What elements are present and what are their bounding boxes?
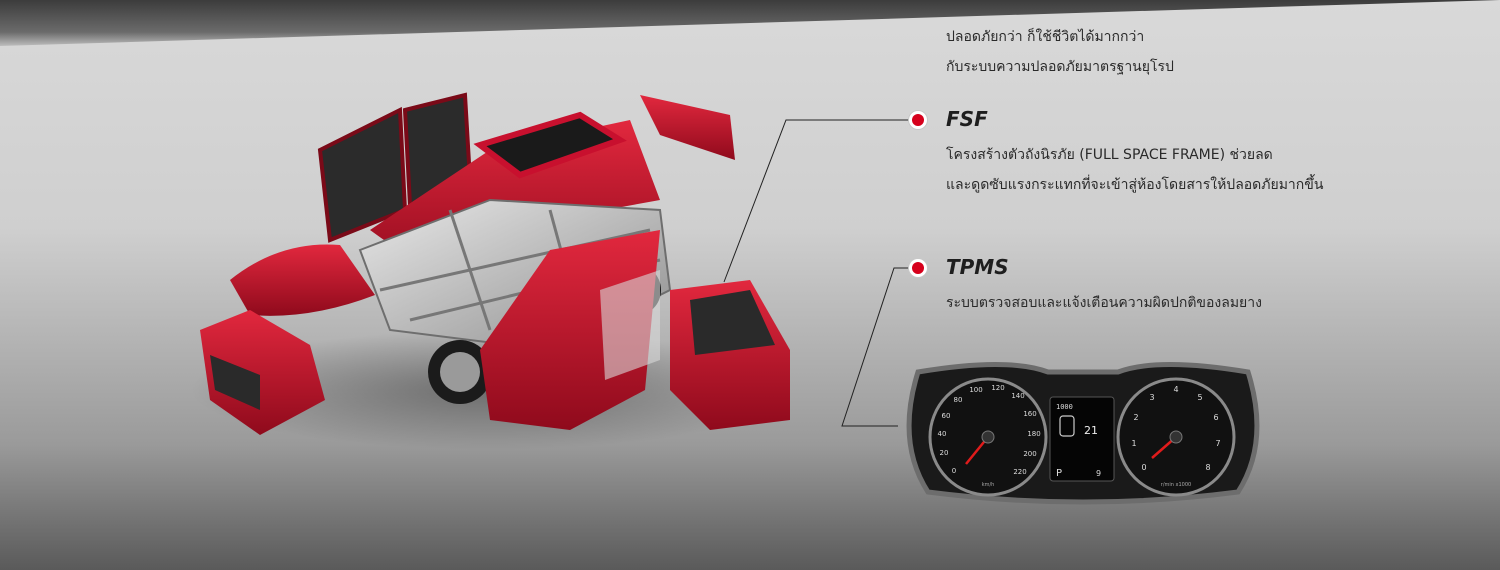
fsf-desc-line-1: โครงสร้างตัวถังนิรภัย (FULL SPACE FRAME)… bbox=[946, 147, 1273, 163]
svg-text:6: 6 bbox=[1213, 413, 1218, 422]
instrument-cluster-tpms: 0 20 40 60 80 100 120 140 160 180 200 22… bbox=[906, 362, 1260, 505]
svg-text:0: 0 bbox=[1141, 463, 1146, 472]
svg-text:60: 60 bbox=[942, 412, 951, 420]
svg-text:160: 160 bbox=[1023, 410, 1036, 418]
svg-text:8: 8 bbox=[1205, 463, 1210, 472]
svg-text:5: 5 bbox=[1197, 393, 1202, 402]
fsf-title: FSF bbox=[946, 107, 988, 131]
speedometer-ticks: 0 20 40 60 80 100 120 140 160 180 200 22… bbox=[938, 384, 1041, 476]
gear-indicator: P bbox=[1056, 468, 1062, 479]
tpms-marker-dot[interactable] bbox=[912, 262, 924, 274]
svg-text:200: 200 bbox=[1023, 450, 1036, 458]
odometer-readout: 1000 bbox=[1056, 403, 1073, 411]
svg-text:7: 7 bbox=[1215, 439, 1220, 448]
svg-text:1: 1 bbox=[1131, 439, 1136, 448]
svg-text:40: 40 bbox=[938, 430, 947, 438]
fsf-desc-line-2: และดูดซับแรงกระแทกที่จะเข้าสู่ห้องโดยสาร… bbox=[946, 177, 1324, 193]
svg-text:3: 3 bbox=[1149, 393, 1154, 402]
tachometer-ticks: 0 1 2 3 4 5 6 7 8 bbox=[1131, 385, 1220, 472]
tpms-car-icon bbox=[1059, 415, 1075, 437]
svg-text:140: 140 bbox=[1011, 392, 1024, 400]
svg-text:80: 80 bbox=[954, 396, 963, 404]
trip-readout: 9 bbox=[1096, 469, 1101, 478]
svg-text:4: 4 bbox=[1173, 385, 1178, 394]
svg-text:2: 2 bbox=[1133, 413, 1138, 422]
tpms-desc-line-1: ระบบตรวจสอบและแจ้งเตือนความผิดปกติของลมย… bbox=[946, 295, 1262, 311]
exploded-car-body-illustration bbox=[190, 92, 790, 450]
tpms-title: TPMS bbox=[946, 255, 1009, 279]
svg-text:100: 100 bbox=[969, 386, 982, 394]
svg-text:20: 20 bbox=[940, 449, 949, 457]
svg-text:0: 0 bbox=[952, 467, 956, 475]
speedometer-unit: km/h bbox=[982, 482, 995, 488]
svg-text:120: 120 bbox=[991, 384, 1004, 392]
intro-text: ปลอดภัยกว่า ก็ใช้ชีวิตได้มากกว่า กับระบบ… bbox=[946, 22, 1466, 82]
svg-text:180: 180 bbox=[1027, 430, 1040, 438]
intro-line-2: กับระบบความปลอดภัยมาตรฐานยุโรป bbox=[946, 59, 1174, 75]
fsf-marker-dot[interactable] bbox=[912, 114, 924, 126]
intro-line-1: ปลอดภัยกว่า ก็ใช้ชีวิตได้มากกว่า bbox=[946, 29, 1145, 45]
tachometer-unit: r/min x1000 bbox=[1161, 482, 1191, 488]
temperature-readout: 21 bbox=[1084, 424, 1098, 437]
svg-text:220: 220 bbox=[1013, 468, 1026, 476]
